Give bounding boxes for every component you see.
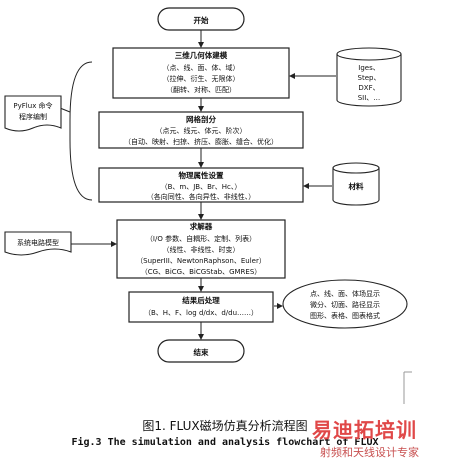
svg-text:程序编制: 程序编制 — [19, 112, 47, 121]
svg-text:（各向同性、各向异性、非线性、）: （各向同性、各向异性、非线性、） — [147, 192, 256, 201]
svg-text:（I/O 参数、自耦形、定制、列表）: （I/O 参数、自耦形、定制、列表） — [146, 234, 256, 243]
svg-text:点、线、面、体场显示: 点、线、面、体场显示 — [310, 289, 380, 298]
svg-text:DXF、: DXF、 — [358, 84, 379, 92]
svg-text:（自动、映射、扫掠、挤压、膨胀、缝合、优化）: （自动、映射、扫掠、挤压、膨胀、缝合、优化） — [124, 137, 278, 146]
svg-text:（线性、非线性、时变）: （线性、非线性、时变） — [163, 245, 240, 254]
svg-text:系统电路模型: 系统电路模型 — [17, 238, 59, 247]
svg-text:（拉伸、衍生、无限体）: （拉伸、衍生、无限体） — [163, 74, 240, 83]
svg-text:（CG、BiCG、BiCGStab、GMRES）: （CG、BiCG、BiCGStab、GMRES） — [141, 268, 262, 276]
svg-text:（B、H、F、log d/dx、d/du……）: （B、H、F、log d/dx、d/du……） — [144, 309, 258, 317]
svg-text:结果后处理: 结果后处理 — [182, 295, 220, 305]
step-meshing: 网格剖分 （点元、线元、体元、阶次） （自动、映射、扫掠、挤压、膨胀、缝合、优化… — [98, 111, 304, 149]
svg-text:Iges、: Iges、 — [358, 64, 379, 72]
caption-chinese: 图1. FLUX磁场仿真分析流程图 — [142, 419, 308, 433]
materials-database: 材料 — [332, 162, 380, 206]
svg-text:求解器: 求解器 — [190, 221, 213, 231]
circuit-model-note: 系统电路模型 — [4, 231, 72, 256]
svg-text:开始: 开始 — [194, 15, 209, 25]
svg-text:网格剖分: 网格剖分 — [186, 114, 216, 124]
left-bracket — [59, 61, 93, 201]
svg-text:（点、线、面、体、域）: （点、线、面、体、域） — [163, 63, 240, 72]
start-node: 开始 — [157, 7, 245, 31]
svg-text:Step、: Step、 — [358, 74, 381, 82]
svg-text:（点元、线元、体元、阶次）: （点元、线元、体元、阶次） — [156, 126, 247, 135]
step-solver: 求解器 （I/O 参数、自耦形、定制、列表） （线性、非线性、时变） （Supe… — [116, 219, 286, 279]
post-outputs-ellipse: 点、线、面、体场显示 微分、切面、路径显示 图形、表格、图表格式 — [282, 279, 408, 329]
svg-text:结束: 结束 — [194, 347, 209, 357]
svg-text:（B、m、JB、Br、Hc、）: （B、m、JB、Br、Hc、） — [161, 183, 242, 191]
watermark-brand: 易迪拓培训 — [312, 418, 417, 442]
svg-text:PyFlux 命令: PyFlux 命令 — [13, 101, 52, 110]
svg-text:三维几何体建模: 三维几何体建模 — [175, 50, 228, 60]
watermark-slogan: 射频和天线设计专家 — [320, 446, 419, 459]
cad-formats-database: Iges、 Step、 DXF、 SII、… — [336, 47, 402, 107]
step-post-processing: 结果后处理 （B、H、F、log d/dx、d/du……） — [128, 291, 274, 323]
svg-text:图形、表格、图表格式: 图形、表格、图表格式 — [310, 311, 380, 320]
step-geometry-modeling: 三维几何体建模 （点、线、面、体、域） （拉伸、衍生、无限体） （翻转、对称、匹… — [112, 47, 290, 99]
svg-text:（翻转、对称、匹配）: （翻转、对称、匹配） — [166, 85, 236, 94]
step-physical-properties: 物理属性设置 （B、m、JB、Br、Hc、） （各向同性、各向异性、非线性、） — [98, 167, 304, 203]
caption-english: Fig.3 The simulation and analysis flowch… — [71, 437, 379, 448]
svg-text:SII、…: SII、… — [358, 94, 381, 102]
watermark-logo: 易迪拓培训 射频和天线设计专家 — [312, 414, 446, 464]
svg-text:物理属性设置: 物理属性设置 — [179, 170, 224, 180]
svg-text:微分、切面、路径显示: 微分、切面、路径显示 — [310, 300, 380, 309]
svg-text:（SuperIII、NewtonRaphson、Euler）: （SuperIII、NewtonRaphson、Euler） — [136, 257, 266, 265]
pyflux-note: PyFlux 命令 程序编制 — [4, 95, 62, 132]
svg-text:材料: 材料 — [349, 181, 364, 191]
end-node: 结束 — [157, 339, 245, 363]
